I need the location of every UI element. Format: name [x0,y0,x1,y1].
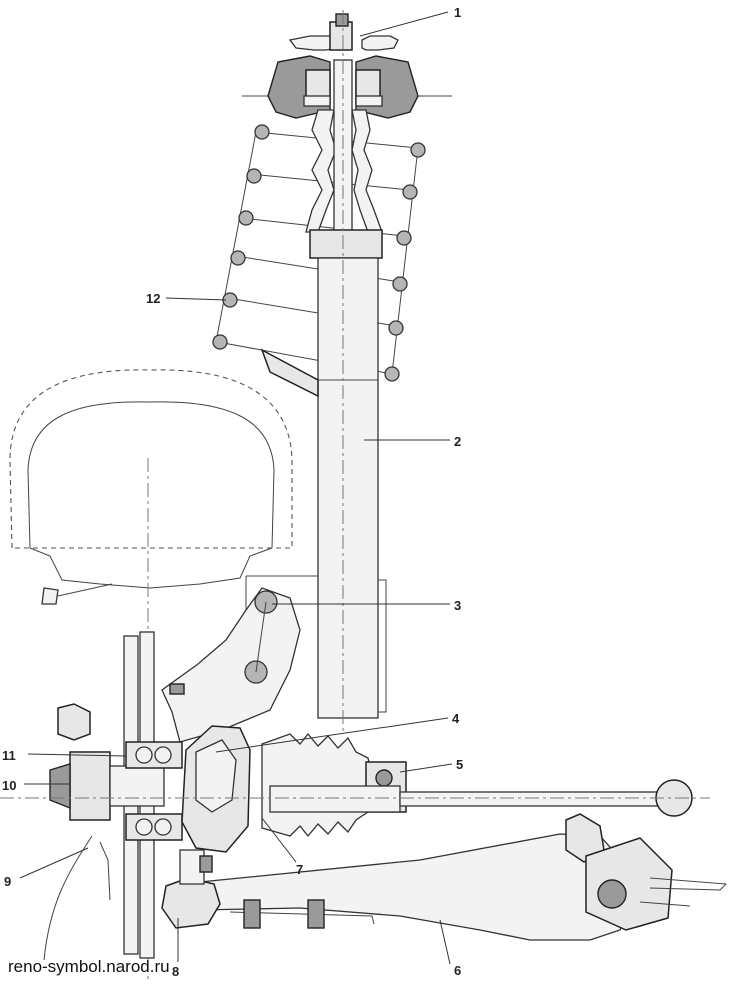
leader-lines [19,11,453,965]
callout-8: 8 [172,964,179,979]
callout-12: 12 [146,291,160,306]
callout-3: 3 [454,598,461,613]
callout-1: 1 [454,5,461,20]
shock-absorber-strut [245,59,387,719]
callout-7: 7 [296,862,303,877]
callout-4: 4 [452,711,460,726]
callout-6: 6 [454,963,461,978]
watermark-text: reno-symbol.narod.ru [8,957,170,976]
steering-knuckle [161,587,301,743]
callout-10: 10 [2,778,16,793]
callout-2: 2 [454,434,461,449]
brake-disc-hub [43,631,183,961]
callout-11: 11 [2,748,16,763]
callout-5: 5 [456,757,463,772]
callout-9: 9 [4,874,11,889]
tire-outline [9,369,293,605]
cv-joint-driveshaft [0,725,710,853]
ball-joint [161,849,221,929]
strut-top-mount [242,13,452,119]
lower-control-arm [199,813,728,941]
